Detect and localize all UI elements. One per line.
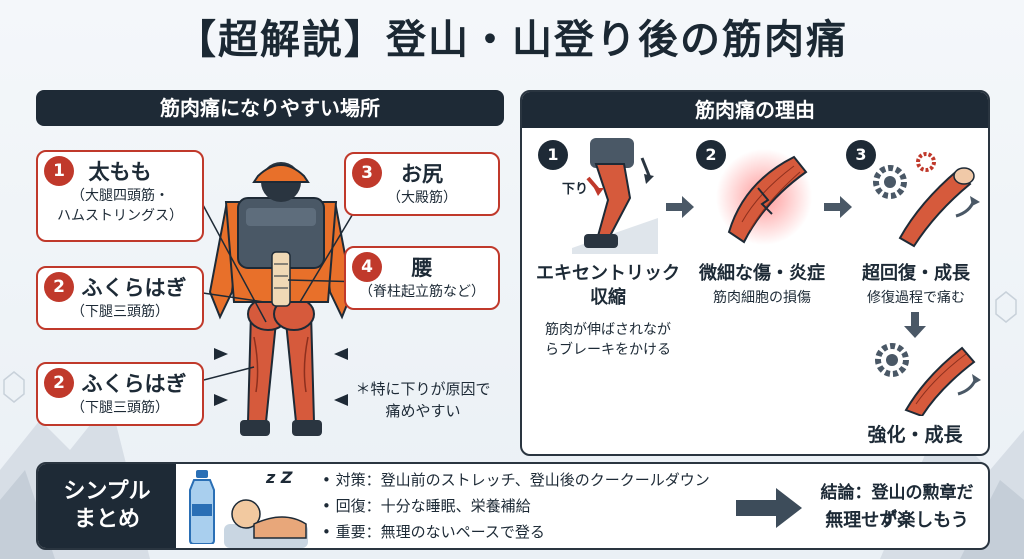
- step-title: エキセントリック 収縮: [536, 263, 680, 308]
- step-sub: 修復過程で痛む: [867, 290, 965, 306]
- conclusion-line-2: 無理せず楽しもう: [825, 510, 969, 531]
- summary-bullet-measures: • 対策：登山前のストレッチ、登山後のクークールダウン: [322, 471, 710, 489]
- left-panel: 筋肉痛になりやすい場所: [36, 90, 504, 456]
- final-result: 強化・成長: [867, 424, 963, 446]
- callout-name: お尻: [401, 162, 443, 186]
- callout-name: 太もも: [88, 160, 152, 184]
- callout-sub: （下腿三頭筋）: [71, 400, 169, 416]
- callout-thigh: 1 太もも （大腿四頭筋・ ハムストリングス）: [36, 150, 204, 242]
- water-bottle-icon: [189, 470, 215, 544]
- callout-buttocks: 3 お尻 （大殿筋）: [344, 152, 500, 216]
- callout-calf-upper: 2 ふくらはぎ （下腿三頭筋）: [36, 266, 204, 330]
- callout-number: 1: [44, 156, 74, 186]
- step-title: 微細な傷・炎症: [699, 263, 825, 284]
- callout-sub: （脊柱起立筋など）: [359, 284, 485, 300]
- descent-label: 下り: [562, 182, 589, 197]
- summary-bullet-important: • 重要：無理のないペースで登る: [322, 523, 545, 541]
- summary-bullet-recovery: • 回復：十分な睡眠、栄養補給: [322, 497, 531, 515]
- leg-descent-illustration: [572, 138, 658, 254]
- callout-calf-lower: 2 ふくらはぎ （下腿三頭筋）: [36, 362, 204, 426]
- callout-lower-back: 4 腰 （脊柱起立筋など）: [344, 246, 500, 310]
- descent-note: ＊特に下りが原因で 痛めやすい: [355, 380, 491, 420]
- down-arrow-icon: [904, 312, 926, 338]
- step-number: 2: [696, 140, 726, 170]
- callout-name: ふくらはぎ: [81, 372, 187, 396]
- gear-muscle-illustration: [873, 152, 980, 248]
- right-panel-header: 筋肉痛の理由: [522, 92, 988, 128]
- step-title: 超回復・成長: [862, 263, 970, 284]
- step-sub: 筋肉が伸ばされなが らブレーキをかける: [545, 322, 671, 358]
- step-number: 1: [538, 140, 568, 170]
- callout-number: 4: [352, 252, 382, 282]
- callout-name: ふくらはぎ: [81, 276, 187, 300]
- summary-panel: シンプル まとめ z Z • 対策：登山前のストレッチ、登山後のクークールダウン…: [36, 462, 990, 550]
- right-arrow-icon: [736, 488, 802, 528]
- left-panel-header: 筋肉痛になりやすい場所: [36, 90, 504, 126]
- strong-muscle-illustration: [875, 343, 981, 416]
- right-arrow-icon: [824, 196, 852, 218]
- callout-name: 腰: [411, 256, 433, 280]
- callout-sub: （下腿三頭筋）: [71, 304, 169, 320]
- sleep-zzz: z Z: [266, 468, 293, 487]
- page-title: 【超解説】登山・山登り後の筋肉痛: [176, 17, 848, 63]
- summary-label: シンプル まとめ: [38, 464, 176, 548]
- step-number: 3: [846, 140, 876, 170]
- callout-number: 3: [352, 158, 382, 188]
- callout-number: 2: [44, 368, 74, 398]
- conclusion-line-1: 結論：登山の勲章だが、: [820, 483, 974, 529]
- right-arrow-icon: [666, 196, 694, 218]
- torn-muscle-illustration: [716, 149, 812, 245]
- sleeping-person-icon: [224, 499, 308, 548]
- callout-sub: （大腿四頭筋・ ハムストリングス）: [57, 188, 183, 224]
- callout-sub: （大殿筋）: [387, 190, 457, 206]
- step-sub: 筋肉細胞の損傷: [713, 290, 811, 306]
- callout-number: 2: [44, 272, 74, 302]
- hiker-figure: [196, 162, 366, 436]
